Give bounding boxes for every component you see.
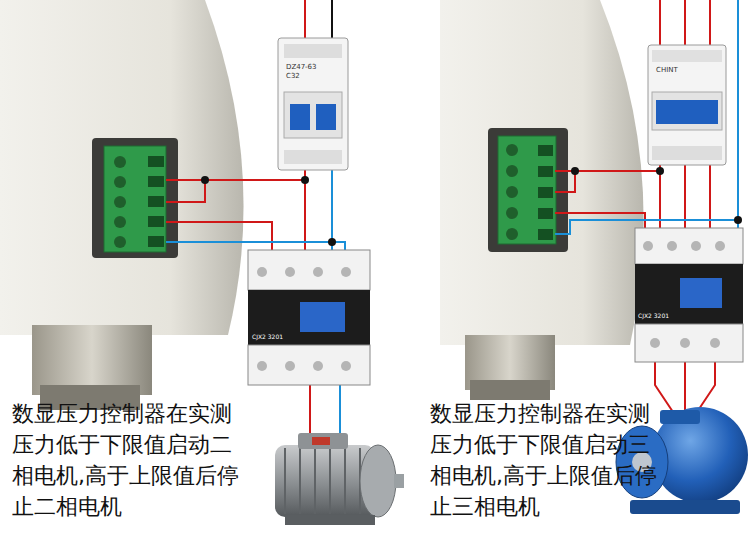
caption-text: 数显压力控制器在实测压力低于下限值启动三相电机,高于上限值后停止三相电机 (430, 398, 661, 522)
breaker-rating: C32 (286, 72, 300, 80)
breaker-model: DZ47-63 (286, 63, 317, 71)
contactor-model: CJX2 3201 (638, 312, 669, 319)
contactor-model: CJX2 3201 (252, 333, 283, 340)
breaker-brand: CHINT (656, 66, 678, 74)
caption-text: 数显压力控制器在实测压力低于下限值启动二相电机,高于上限值后停止二相电机 (12, 398, 243, 522)
